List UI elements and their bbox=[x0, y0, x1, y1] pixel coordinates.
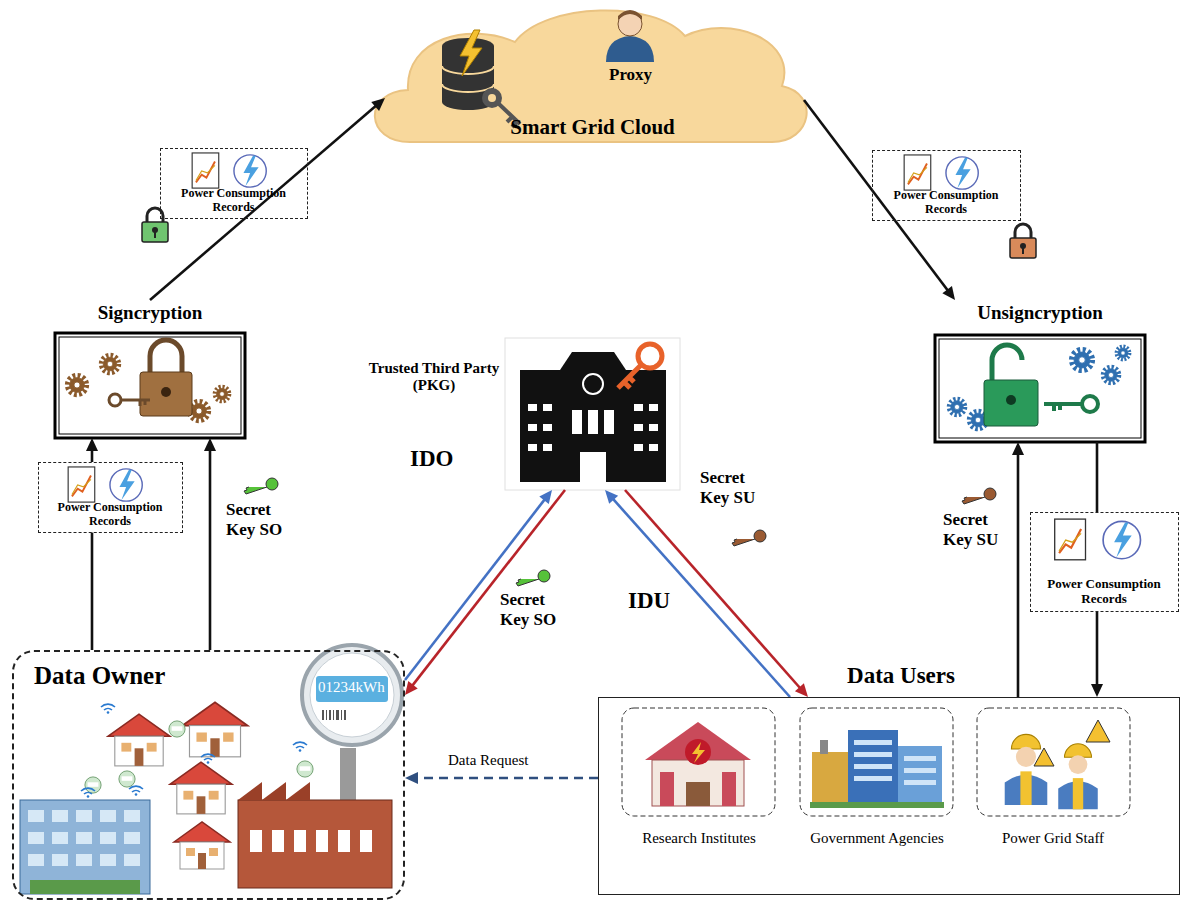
signcryption-box: Signcryption bbox=[55, 300, 249, 438]
node-title: Power Consumption Records bbox=[875, 189, 1017, 217]
arrowhead bbox=[1012, 442, 1024, 455]
user-group: Government Agencies bbox=[792, 706, 966, 851]
connector-line bbox=[415, 777, 598, 780]
arrowhead bbox=[1091, 684, 1103, 697]
connector-line bbox=[612, 497, 790, 697]
meter-reading: 01234kWh bbox=[318, 679, 386, 696]
arrowhead bbox=[405, 681, 418, 695]
records-box: Power Consumption Records bbox=[160, 148, 308, 219]
user-group: Research Institutes bbox=[614, 706, 788, 851]
records-box: Power Consumption Records bbox=[1030, 512, 1179, 612]
connector-line bbox=[625, 490, 801, 690]
arrowhead bbox=[795, 683, 808, 697]
edge-label: Secret Key SU bbox=[700, 468, 772, 507]
node-title: Power Consumption Records bbox=[41, 501, 179, 529]
arrowhead bbox=[605, 490, 618, 504]
node-title: Smart Grid Cloud bbox=[385, 115, 800, 139]
node-title: Power Consumption Records bbox=[1033, 577, 1175, 607]
records-box: Power Consumption Records bbox=[872, 150, 1021, 221]
records-box: Power Consumption Records bbox=[38, 462, 183, 533]
node-title: Government Agencies bbox=[792, 830, 962, 847]
connector-line bbox=[209, 448, 212, 650]
connector-line bbox=[411, 490, 565, 687]
edge-label: Secret Key SU bbox=[943, 510, 1009, 549]
cloud-node: ProxySmart Grid Cloud bbox=[385, 5, 804, 150]
connector-line bbox=[1096, 612, 1099, 687]
connector-line bbox=[1017, 452, 1020, 697]
edge-label: Secret Key SO bbox=[226, 500, 292, 539]
node-title: Signcryption bbox=[55, 302, 245, 324]
connector bbox=[405, 490, 552, 680]
arrowhead bbox=[539, 490, 552, 504]
edge-label: Secret Key SO bbox=[500, 590, 572, 629]
arrowhead bbox=[204, 438, 216, 451]
connector bbox=[1097, 442, 1098, 512]
arrowhead bbox=[86, 438, 98, 451]
connector bbox=[1091, 612, 1103, 697]
connector bbox=[92, 533, 93, 650]
edge-label: IDO bbox=[410, 446, 453, 472]
connector bbox=[204, 438, 216, 650]
connector bbox=[1012, 442, 1024, 697]
edge-label: Data Request bbox=[448, 752, 528, 769]
node-title: Data Owner bbox=[34, 662, 165, 691]
arrowhead bbox=[405, 772, 418, 784]
proxy-label: Proxy bbox=[609, 65, 652, 85]
arrowhead bbox=[942, 286, 955, 300]
node-title: Power Grid Staff bbox=[968, 830, 1138, 847]
data-users-region: Data UsersResearch InstitutesGovernment … bbox=[598, 697, 1180, 895]
node-title: Unsigncryption bbox=[935, 302, 1145, 324]
node-title: Trusted Third Party (PKG) bbox=[365, 360, 503, 395]
edge-label: IDU bbox=[628, 588, 670, 614]
node-title: Data Users bbox=[811, 663, 991, 689]
connector-line bbox=[1096, 442, 1099, 512]
connector-line bbox=[91, 533, 94, 650]
node-title: Research Institutes bbox=[614, 830, 784, 847]
connector bbox=[150, 98, 385, 300]
user-group: Power Grid Staff bbox=[968, 706, 1142, 851]
connector bbox=[605, 490, 790, 697]
connector bbox=[86, 438, 98, 462]
arrowhead bbox=[371, 98, 385, 111]
connector-line bbox=[405, 498, 546, 680]
connector bbox=[405, 772, 598, 784]
connector bbox=[625, 490, 808, 697]
node-title: Power Consumption Records bbox=[163, 187, 304, 215]
unsigncryption-box: Unsigncryption bbox=[935, 300, 1149, 442]
connector-line bbox=[150, 105, 377, 300]
